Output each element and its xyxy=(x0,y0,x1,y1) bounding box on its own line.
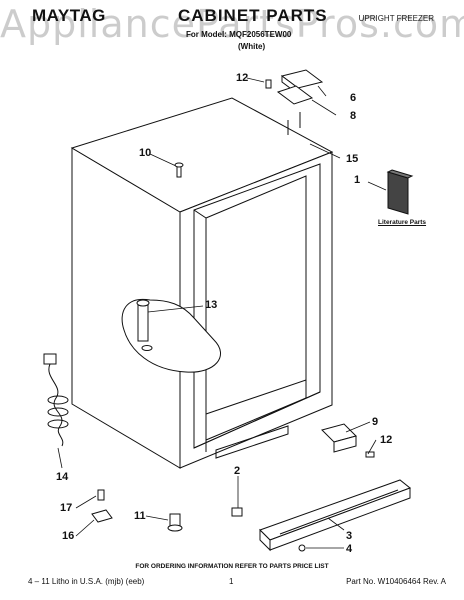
screw-12-bottom xyxy=(365,451,375,458)
literature-parts-label: Literature Parts xyxy=(378,219,427,226)
bottom-hinge xyxy=(321,423,357,453)
callout-2: 2 xyxy=(234,465,241,477)
leader-lines xyxy=(57,77,387,549)
callout-13: 13 xyxy=(205,299,218,311)
callout-12-top: 12 xyxy=(236,72,249,84)
callout-14: 14 xyxy=(56,471,69,483)
callout-1: 1 xyxy=(354,174,361,186)
product-type: UPRIGHT FREEZER xyxy=(358,14,434,23)
callout-15: 15 xyxy=(346,153,359,165)
top-hinge xyxy=(265,69,324,135)
power-cord xyxy=(43,353,69,447)
callout-10: 10 xyxy=(139,147,152,159)
literature-parts-booklet xyxy=(386,169,414,215)
grille-clip xyxy=(231,507,243,517)
callout-8: 8 xyxy=(350,110,357,122)
screw-4 xyxy=(298,544,306,552)
part-number: Part No. W10406464 Rev. A xyxy=(346,577,446,586)
callout-6: 6 xyxy=(350,92,357,104)
callout-4: 4 xyxy=(346,543,353,555)
callout-3: 3 xyxy=(346,530,353,542)
leg-assembly xyxy=(91,489,113,523)
callout-11: 11 xyxy=(134,510,146,522)
screw-10 xyxy=(174,162,184,178)
leveling-leg xyxy=(167,513,183,532)
callout-9: 9 xyxy=(372,416,379,428)
page-number: 1 xyxy=(229,577,234,586)
base-grille xyxy=(259,479,412,552)
cutaway-bubble xyxy=(121,298,221,373)
callout-17: 17 xyxy=(60,502,73,514)
page-title: CABINET PARTS xyxy=(178,6,328,25)
model-number: For Model: MQF2056TEW00 xyxy=(186,30,292,39)
model-color: (White) xyxy=(238,42,266,51)
callout-12-bottom: 12 xyxy=(380,434,393,446)
litho-info: 4 – 11 Litho in U.S.A. (mjb) (eeb) xyxy=(28,577,145,586)
callout-16: 16 xyxy=(62,530,75,542)
brand-logo: MAYTAG xyxy=(32,6,106,25)
ordering-note: FOR ORDERING INFORMATION REFER TO PARTS … xyxy=(135,563,329,570)
cabinet-body xyxy=(70,97,334,469)
